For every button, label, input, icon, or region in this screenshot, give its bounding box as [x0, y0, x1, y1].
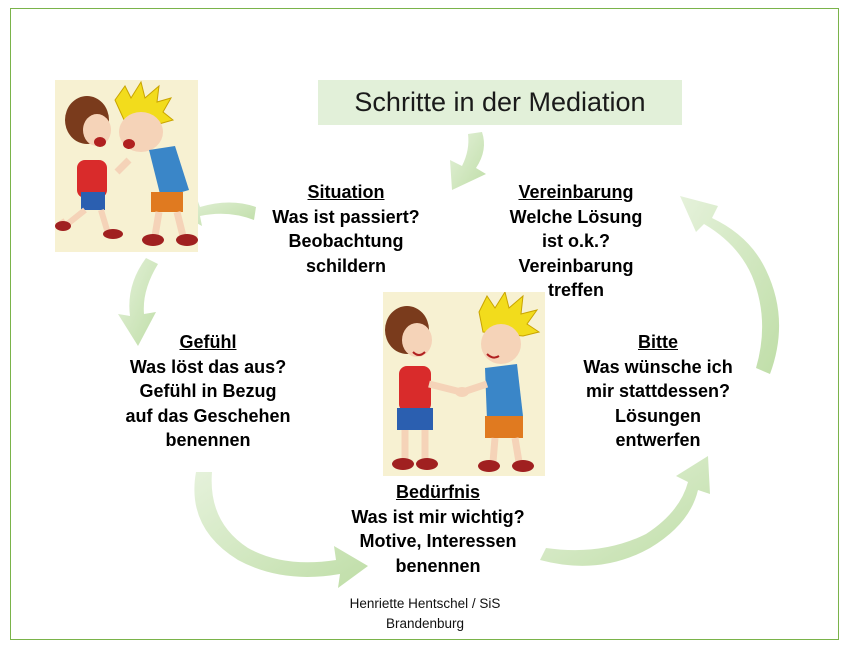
- step-gefuehl-line: benennen: [165, 430, 251, 450]
- step-bitte: Bitte Was wünsche ich mir stattdessen? L…: [548, 330, 768, 453]
- arrow-situation: [180, 196, 256, 226]
- step-gefuehl: Gefühl Was löst das aus? Gefühl in Bezug…: [98, 330, 318, 453]
- arrow-to-beduerfnis: [194, 472, 368, 588]
- credit-line: Henriette Hentschel / SiS: [349, 596, 501, 611]
- step-situation-heading: Situation: [307, 182, 385, 202]
- step-bitte-line: Lösungen: [615, 405, 701, 426]
- credit-line: Brandenburg: [385, 616, 465, 631]
- step-beduerfnis-line: benennen: [395, 555, 481, 576]
- step-vereinbarung-heading: Vereinbarung: [518, 182, 634, 202]
- credit: Henriette Hentschel / SiS Brandenburg: [310, 594, 540, 634]
- step-vereinbarung-line: Vereinbarung: [518, 255, 634, 276]
- step-situation: Situation Was ist passiert? Beobachtung …: [236, 180, 456, 278]
- step-bitte-line: entwerfen: [615, 430, 701, 450]
- step-vereinbarung-line: treffen: [547, 280, 604, 300]
- conflict-illustration: [55, 80, 198, 252]
- step-situation-line: Was ist passiert?: [272, 206, 420, 227]
- arrow-to-gefuehl: [118, 258, 158, 346]
- slide-frame: [10, 8, 839, 640]
- arrow-to-bitte: [540, 456, 710, 566]
- step-gefuehl-line: Gefühl in Bezug: [139, 381, 277, 401]
- step-bitte-line: Was wünsche ich: [583, 356, 733, 377]
- step-vereinbarung-line: Welche Lösung: [509, 206, 643, 227]
- step-beduerfnis-heading: Bedürfnis: [395, 482, 480, 502]
- step-situation-line: schildern: [305, 255, 387, 276]
- arrow-to-vereinbarung: [680, 196, 780, 374]
- arrow-title-to-situation: [450, 132, 486, 190]
- step-bitte-heading: Bitte: [638, 332, 678, 352]
- step-beduerfnis: Bedürfnis Was ist mir wichtig? Motive, I…: [328, 480, 548, 578]
- step-beduerfnis-line: Was ist mir wichtig?: [351, 506, 525, 527]
- step-situation-line: Beobachtung: [288, 231, 404, 251]
- step-vereinbarung: Vereinbarung Welche Lösung ist o.k.? Ver…: [476, 180, 676, 303]
- step-gefuehl-line: Was löst das aus?: [129, 356, 287, 377]
- handshake-illustration: [383, 290, 545, 476]
- step-bitte-line: mir stattdessen?: [585, 381, 731, 401]
- page-title: Schritte in der Mediation: [318, 80, 682, 125]
- step-vereinbarung-line: ist o.k.?: [541, 231, 610, 251]
- step-beduerfnis-line: Motive, Interessen: [359, 531, 517, 551]
- step-gefuehl-line: auf das Geschehen: [125, 405, 291, 426]
- step-gefuehl-heading: Gefühl: [179, 332, 237, 352]
